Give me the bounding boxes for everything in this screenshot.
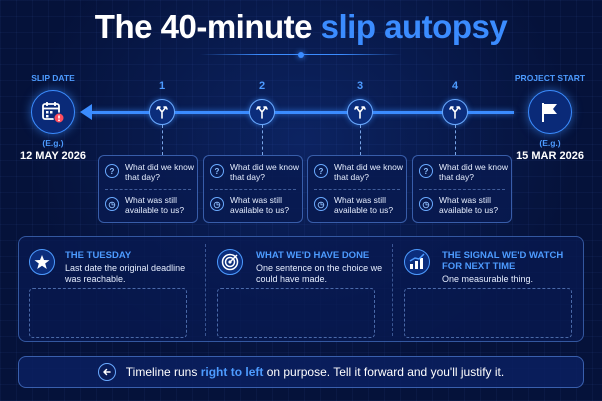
- calendar-alert-icon: [42, 102, 65, 124]
- timeline-node-number: 3: [356, 80, 364, 92]
- target-icon: [221, 253, 239, 271]
- title-accent: slip autopsy: [320, 8, 508, 45]
- column-body-tuesday: Last date the original deadline was reac…: [65, 263, 186, 284]
- clock-icon: ◷: [419, 197, 433, 211]
- question-card: ? What did we know that day? ◷ What was st…: [307, 155, 407, 223]
- slip-date-node: [31, 90, 75, 134]
- project-start-eg: (E.g.): [539, 138, 561, 148]
- card-divider: [419, 189, 505, 190]
- timeline-connector: [262, 125, 263, 155]
- page-title: The 40-minute slip autopsy: [0, 8, 602, 46]
- question-available: What was still available to us?: [334, 195, 394, 215]
- footer-text-before: Timeline runs: [125, 365, 201, 379]
- question-icon: ?: [105, 164, 119, 178]
- fork-icon: [156, 106, 168, 119]
- timeline-connector: [360, 125, 361, 155]
- footer-text-after: on purpose. Tell it forward and you'll j…: [263, 365, 505, 379]
- timeline-connector: [455, 125, 456, 155]
- question-known: What did we know that day?: [230, 162, 299, 182]
- project-start-value: 15 MAR 2026: [516, 150, 584, 162]
- question-icon: ?: [314, 164, 328, 178]
- question-known: What did we know that day?: [125, 162, 194, 182]
- question-available: What was still available to us?: [439, 195, 499, 215]
- timeline-node: [149, 99, 175, 125]
- project-start-node: [528, 90, 572, 134]
- column-title-done: WHAT WE'D HAVE DONE: [256, 250, 370, 261]
- chart-icon: [409, 253, 425, 269]
- column-body-signal: One measurable thing.: [442, 274, 534, 284]
- column-divider: [392, 244, 393, 336]
- timeline-node-number: 1: [158, 80, 166, 92]
- clock-icon: ◷: [210, 197, 224, 211]
- timeline-arrowhead: [80, 104, 92, 120]
- question-card: ? What did we know that day? ◷ What was st…: [203, 155, 303, 223]
- timeline-node: [442, 99, 468, 125]
- column-body-done: One sentence on the choice we could have…: [256, 263, 383, 284]
- fork-icon: [354, 106, 366, 119]
- star-icon: [34, 255, 50, 269]
- timeline-node: [249, 99, 275, 125]
- question-card: ? What did we know that day? ◷ What was st…: [98, 155, 198, 223]
- column-title-tuesday: THE TUESDAY: [65, 250, 132, 261]
- column-icon: [404, 249, 430, 275]
- answer-box-tuesday[interactable]: [29, 288, 187, 338]
- question-card: ? What did we know that day? ◷ What was st…: [412, 155, 512, 223]
- answer-box-done[interactable]: [217, 288, 375, 338]
- flag-icon: [542, 103, 557, 122]
- column-icon: [29, 249, 55, 275]
- footer-text-highlight: right to left: [200, 365, 264, 379]
- footer-note: Timeline runs right to left on purpose. …: [18, 356, 584, 388]
- reflection-panel: THE TUESDAY Last date the original deadl…: [18, 236, 584, 342]
- timeline-node-number: 4: [451, 80, 459, 92]
- project-start-label: PROJECT START: [514, 73, 586, 83]
- fork-icon: [256, 106, 268, 119]
- title-prefix: The 40-minute: [94, 8, 321, 45]
- answer-box-signal[interactable]: [404, 288, 572, 338]
- question-available: What was still available to us?: [125, 195, 185, 215]
- question-known: What did we know that day?: [439, 162, 508, 182]
- slip-date-eg: (E.g.): [42, 138, 64, 148]
- clock-icon: ◷: [314, 197, 328, 211]
- clock-icon: ◷: [105, 197, 119, 211]
- fork-icon: [449, 106, 461, 119]
- question-icon: ?: [419, 164, 433, 178]
- title-underline-dot: [298, 52, 304, 58]
- question-icon: ?: [210, 164, 224, 178]
- column-divider: [205, 244, 206, 336]
- question-known: What did we know that day?: [334, 162, 403, 182]
- timeline-connector: [162, 125, 163, 155]
- timeline-node-number: 2: [258, 80, 266, 92]
- slip-date-label: SLIP DATE: [31, 73, 75, 83]
- footer-text: Timeline runs right to left on purpose. …: [126, 365, 504, 379]
- card-divider: [314, 189, 400, 190]
- card-divider: [105, 189, 191, 190]
- slip-date-value: 12 MAY 2026: [19, 150, 87, 162]
- timeline-node: [347, 99, 373, 125]
- column-title-signal: THE SIGNAL WE'D WATCH FOR NEXT TIME: [442, 250, 564, 272]
- card-divider: [210, 189, 296, 190]
- timeline-line: [90, 111, 514, 114]
- arrow-left-circle-icon: [97, 363, 116, 381]
- column-icon: [217, 249, 243, 275]
- question-available: What was still available to us?: [230, 195, 290, 215]
